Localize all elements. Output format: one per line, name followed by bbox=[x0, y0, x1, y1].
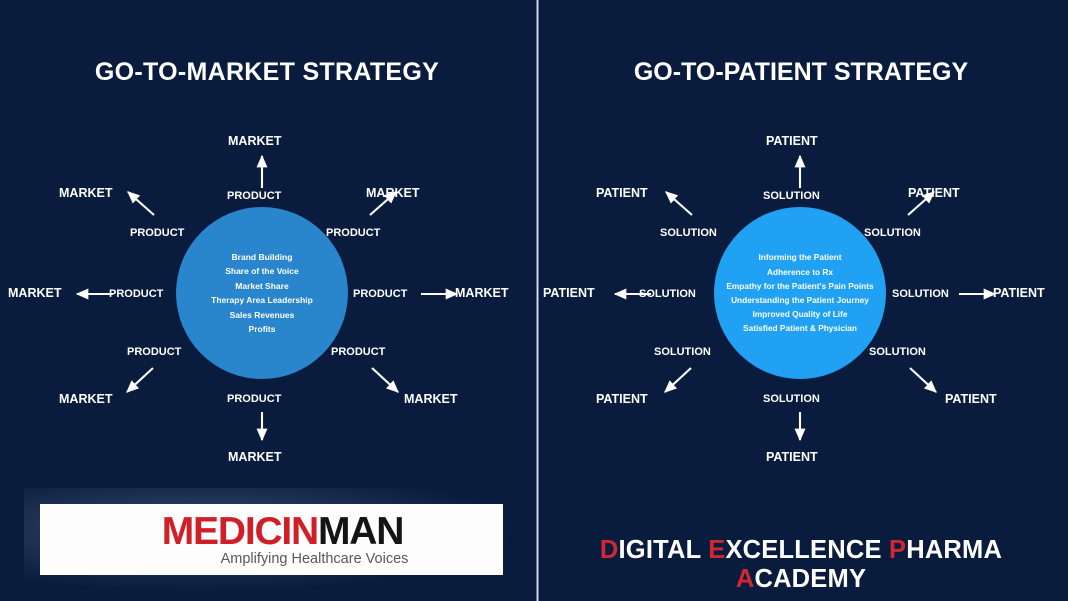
right-hub-item: Adherence to Rx bbox=[767, 266, 833, 277]
left-spoke-south-inner-label: PRODUCT bbox=[227, 393, 282, 405]
left-hub-item: Sales Revenues bbox=[229, 309, 295, 320]
digital-excellence-pharma-academy-wordmark: DIGITAL EXCELLENCE PHARMA ACADEMY bbox=[534, 536, 1068, 594]
wordmark-segment: E bbox=[708, 536, 726, 564]
left-panel-go-to-market: GO-TO-MARKET STRATEGY Brand B bbox=[8, 58, 519, 592]
medicinman-logo: MEDICINMAN Amplifying Healthcare Voices bbox=[40, 504, 503, 575]
left-hub-item-list: Brand Building Share of the Voice Market… bbox=[211, 250, 313, 337]
right-spoke-north-west-outer-label: PATIENT bbox=[596, 186, 648, 200]
wordmark-segment: A bbox=[735, 565, 755, 593]
medicinman-word-part-1: MEDICIN bbox=[161, 510, 319, 553]
left-hub-circle: Brand Building Share of the Voice Market… bbox=[176, 207, 348, 379]
left-spoke-east-outer-label: MARKET bbox=[455, 286, 509, 300]
left-hub-item: Market Share bbox=[235, 280, 289, 291]
left-spoke-west-inner-label: PRODUCT bbox=[109, 288, 164, 300]
right-spoke-south-west-inner-label: SOLUTION bbox=[654, 346, 711, 358]
panel-divider bbox=[536, 0, 539, 601]
right-spoke-north-east-inner-label: SOLUTION bbox=[864, 227, 921, 239]
left-spoke-north-east-inner-label: PRODUCT bbox=[326, 227, 381, 239]
left-spoke-east-inner-label: PRODUCT bbox=[353, 288, 408, 300]
left-hub-item: Share of the Voice bbox=[225, 266, 299, 276]
wordmark-segment: D bbox=[599, 536, 619, 564]
left-spoke-south-east-inner-label: PRODUCT bbox=[331, 346, 386, 358]
medicinman-wordmark: MEDICINMAN bbox=[161, 510, 405, 553]
left-spoke-north-west-outer-label: MARKET bbox=[59, 186, 113, 200]
left-spoke-south-outer-label: MARKET bbox=[228, 450, 282, 464]
right-spoke-west-outer-label: PATIENT bbox=[543, 286, 595, 300]
right-spoke-south-inner-label: SOLUTION bbox=[763, 393, 820, 405]
right-spoke-south-west-outer-label: PATIENT bbox=[596, 392, 648, 406]
medicinman-word-part-2: MAN bbox=[318, 510, 404, 553]
right-hub-circle: Informing the Patient Adherence to Rx Em… bbox=[714, 207, 886, 379]
left-spoke-north-east-outer-label: MARKET bbox=[366, 186, 420, 200]
left-spoke-south-west-inner-label: PRODUCT bbox=[127, 346, 182, 358]
right-hub-item: Satisfied Patient & Physician bbox=[743, 323, 857, 334]
right-spoke-north-outer-label: PATIENT bbox=[766, 134, 818, 148]
left-spoke-west-outer-label: MARKET bbox=[8, 286, 62, 300]
left-spoke-north-inner-label: PRODUCT bbox=[227, 190, 282, 202]
wordmark-segment: IGITAL bbox=[618, 536, 709, 564]
left-spoke-north-west-inner-label: PRODUCT bbox=[130, 227, 185, 239]
left-spoke-south-west-outer-label: MARKET bbox=[59, 392, 113, 406]
right-spoke-south-east-outer-label: PATIENT bbox=[945, 392, 997, 406]
wordmark-segment: P bbox=[888, 536, 907, 564]
right-spoke-east-outer-label: PATIENT bbox=[993, 286, 1045, 300]
left-hub-item: Therapy Area Leadership bbox=[211, 295, 313, 305]
right-hub-item-list: Informing the Patient Adherence to Rx Em… bbox=[726, 250, 873, 335]
right-hub-item: Understanding the Patient Journey bbox=[731, 295, 869, 305]
left-hub-item: Profits bbox=[248, 324, 276, 334]
medicinman-tagline: Amplifying Healthcare Voices bbox=[220, 551, 409, 567]
right-spoke-south-outer-label: PATIENT bbox=[766, 450, 818, 464]
wordmark-segment: CADEMY bbox=[754, 565, 867, 593]
left-panel-title: GO-TO-MARKET STRATEGY bbox=[94, 58, 440, 86]
wordmark-segment: HARMA bbox=[906, 536, 1003, 564]
right-spoke-south-east-inner-label: SOLUTION bbox=[869, 346, 926, 358]
wordmark-segment: XCELLENCE bbox=[725, 536, 889, 564]
left-hub-item: Brand Building bbox=[231, 251, 293, 262]
right-panel-title: GO-TO-PATIENT STRATEGY bbox=[633, 58, 969, 86]
right-spoke-north-east-outer-label: PATIENT bbox=[908, 186, 960, 200]
right-spoke-north-inner-label: SOLUTION bbox=[763, 190, 820, 202]
right-panel-go-to-patient: GO-TO-PATIENT STRATEGY Informing the Pa bbox=[534, 0, 1068, 601]
left-spoke-north-outer-label: MARKET bbox=[228, 134, 282, 148]
right-spoke-north-west-inner-label: SOLUTION bbox=[660, 227, 717, 239]
right-hub-item: Improved Quality of Life bbox=[752, 309, 848, 320]
right-hub-item: Informing the Patient bbox=[758, 252, 842, 263]
right-hub-item: Empathy for the Patient's Pain Points bbox=[726, 280, 874, 291]
right-spoke-west-inner-label: SOLUTION bbox=[639, 288, 696, 300]
left-spoke-south-east-outer-label: MARKET bbox=[404, 392, 458, 406]
right-spoke-east-inner-label: SOLUTION bbox=[892, 288, 949, 300]
